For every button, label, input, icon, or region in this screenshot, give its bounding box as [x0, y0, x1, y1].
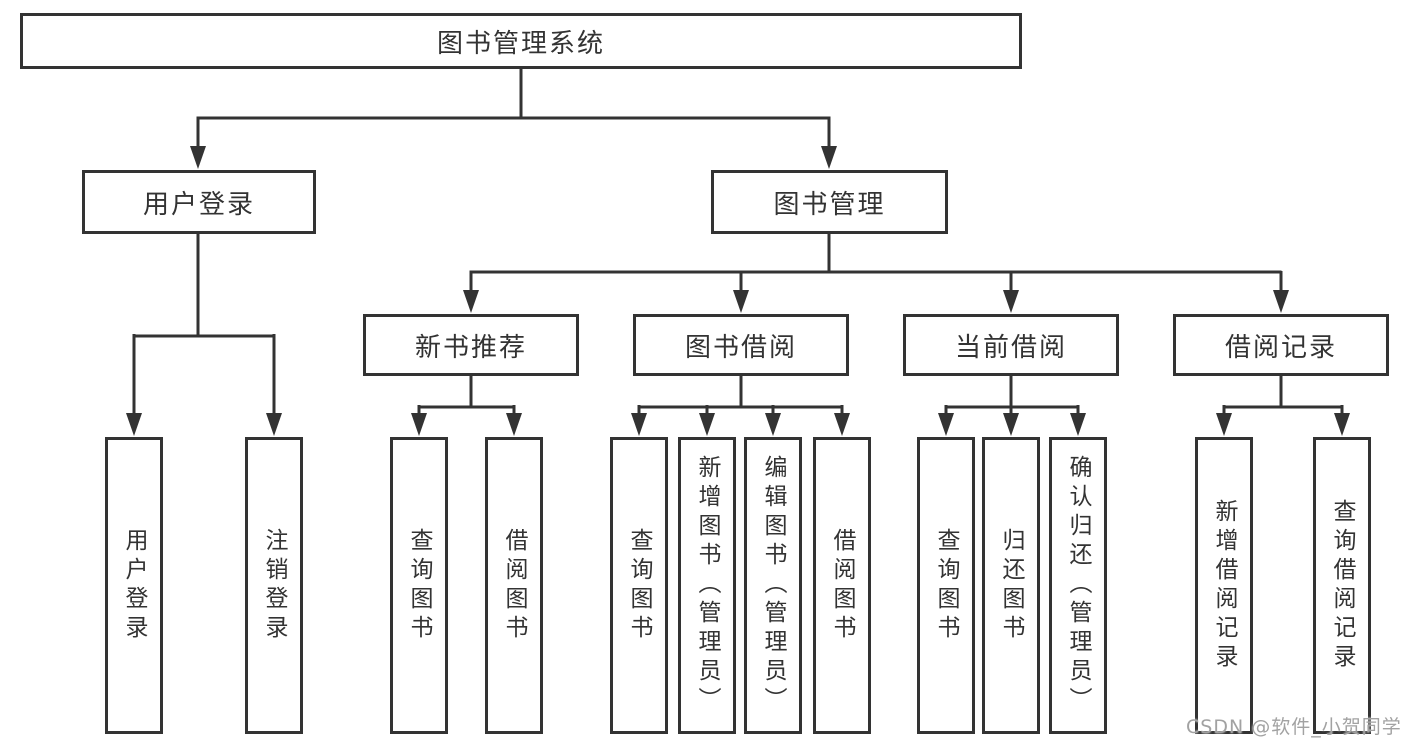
node-borrow-record: 借阅记录: [1173, 314, 1389, 376]
leaf-edit-book-admin: 编辑图书（管理员）: [744, 437, 802, 734]
leaf-borrow-books-borrow: 借阅图书: [813, 437, 871, 734]
leaf-query-books-recommend: 查询图书: [390, 437, 448, 734]
leaf-confirm-return-admin: 确认归还（管理员）: [1049, 437, 1107, 734]
leaf-query-books-current: 查询图书: [917, 437, 975, 734]
node-new-book-recommend: 新书推荐: [363, 314, 579, 376]
leaf-add-book-admin: 新增图书（管理员）: [678, 437, 736, 734]
csdn-watermark: CSDN @软件_小贺同学: [1186, 716, 1402, 738]
node-user-login: 用户登录: [82, 170, 316, 234]
node-book-borrow: 图书借阅: [633, 314, 849, 376]
leaf-query-borrow-record: 查询借阅记录: [1313, 437, 1371, 734]
leaf-query-books-borrow: 查询图书: [610, 437, 668, 734]
node-current-borrow: 当前借阅: [903, 314, 1119, 376]
leaf-return-book: 归还图书: [982, 437, 1040, 734]
arrowheads: [126, 146, 1350, 436]
node-root-title: 图书管理系统: [20, 13, 1022, 69]
leaf-add-borrow-record: 新增借阅记录: [1195, 437, 1253, 734]
leaf-logout: 注销登录: [245, 437, 303, 734]
node-book-management: 图书管理: [711, 170, 948, 234]
leaf-borrow-books-recommend: 借阅图书: [485, 437, 543, 734]
leaf-user-login: 用户登录: [105, 437, 163, 734]
